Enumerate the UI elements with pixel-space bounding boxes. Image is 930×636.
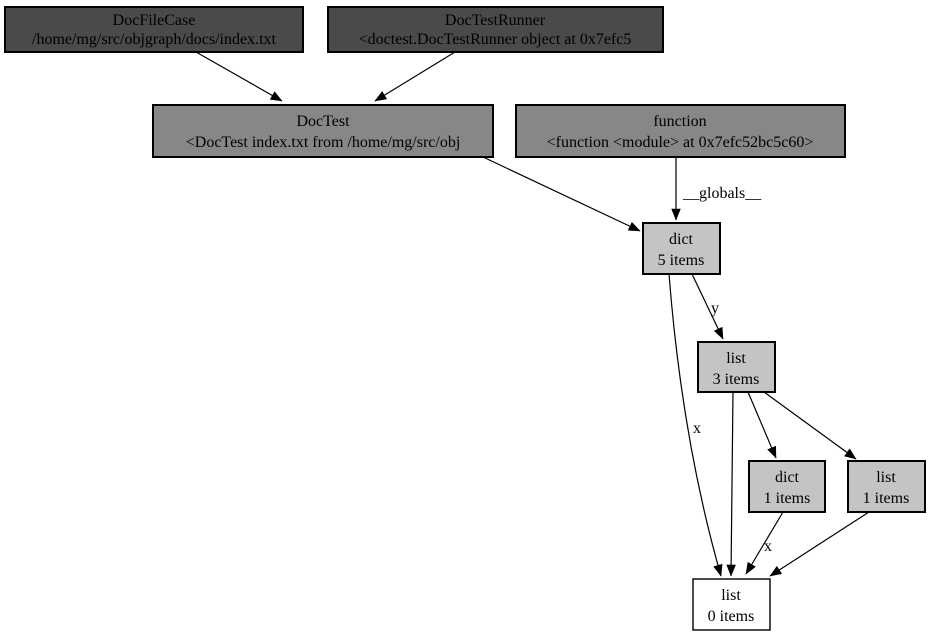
node-dict-1-items: dict 1 items [748, 460, 826, 513]
edge-label-globals: __globals__ [682, 185, 762, 202]
edges [195, 51, 870, 577]
edge-list3-list0 [726, 391, 736, 577]
edge-label-x-dict1: x [764, 538, 772, 555]
edge-list3-list1 [763, 391, 857, 460]
node-dict-5-items-subtitle: 5 items [658, 252, 705, 269]
edge-doctest-dict5 [482, 156, 641, 232]
node-list-1-items: list 1 items [847, 460, 926, 513]
node-list-0-items-box [692, 578, 771, 631]
node-doctest-box [152, 104, 494, 158]
node-function-box [515, 104, 846, 158]
node-list-1-items-subtitle: 1 items [863, 490, 910, 507]
edge-docfilecase-doctest [195, 51, 283, 102]
node-function: function <function <module> at 0x7efc52b… [515, 104, 846, 158]
node-function-subtitle: <function <module> at 0x7efc52bc5c60> [547, 134, 814, 151]
node-list-1-items-box [847, 460, 926, 513]
node-doctestrunner-subtitle: <doctest.DocTestRunner object at 0x7efc5 [359, 31, 632, 48]
node-docfilecase-box [4, 6, 304, 53]
node-list-0-items: list 0 items [692, 578, 771, 631]
node-list-3-items-box [697, 341, 776, 393]
node-doctest: DocTest <DocTest index.txt from /home/mg… [152, 104, 494, 158]
node-list-0-items-subtitle: 0 items [708, 608, 755, 625]
node-dict-5-items-box [642, 222, 721, 275]
edge-dict5-list3 [691, 273, 724, 340]
node-doctestrunner-box [327, 6, 664, 53]
edge-dict5-list0 [668, 273, 723, 577]
edge-dict1-list0 [745, 511, 784, 575]
node-dict-1-items-box [748, 460, 826, 513]
node-dict-5-items: dict 5 items [642, 222, 721, 275]
edge-label-x-dict5: x [693, 420, 701, 437]
node-doctest-title: DocTest [296, 113, 350, 130]
node-dict-1-items-subtitle: 1 items [764, 490, 811, 507]
edge-label-y: y [711, 300, 719, 317]
node-doctestrunner: DocTestRunner <doctest.DocTestRunner obj… [327, 6, 664, 53]
node-doctestrunner-title: DocTestRunner [445, 12, 546, 29]
node-docfilecase-subtitle: /home/mg/src/objgraph/docs/index.txt [32, 31, 277, 48]
node-dict-1-items-title: dict [775, 469, 800, 486]
node-docfilecase: DocFileCase /home/mg/src/objgraph/docs/i… [4, 6, 304, 53]
node-docfilecase-title: DocFileCase [113, 12, 196, 29]
node-doctest-subtitle: <DocTest index.txt from /home/mg/src/obj [186, 134, 461, 151]
node-dict-5-items-title: dict [669, 231, 694, 248]
node-list-1-items-title: list [876, 469, 896, 486]
node-list-3-items: list 3 items [697, 341, 776, 393]
node-list-3-items-subtitle: 3 items [713, 371, 760, 388]
node-list-3-items-title: list [726, 350, 746, 367]
edge-labels: __globals__ y x x [682, 185, 772, 555]
edge-list1-list0 [769, 511, 870, 577]
node-list-0-items-title: list [721, 587, 741, 604]
edge-list3-dict1 [747, 391, 777, 459]
edge-doctestrunner-doctest [374, 51, 456, 102]
node-function-title: function [653, 113, 706, 130]
